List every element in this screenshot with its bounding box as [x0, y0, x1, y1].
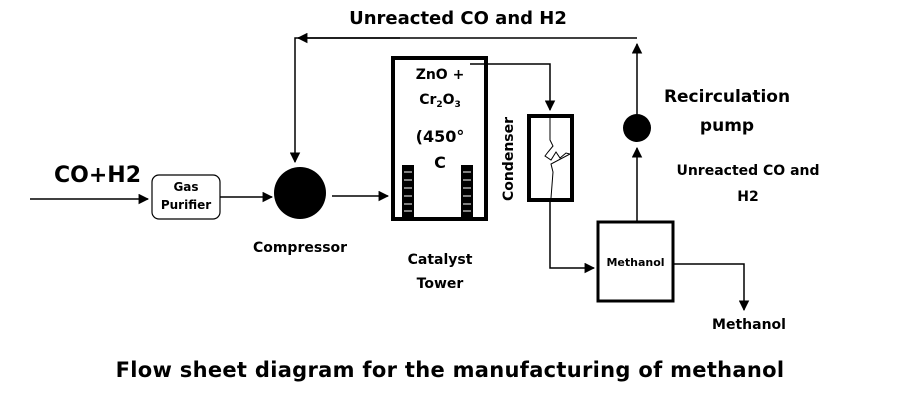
gas-purifier-label-line2: Purifier [160, 198, 212, 212]
gas-purifier-label-line1: Gas [173, 180, 199, 194]
catalyst-o-text: O [442, 92, 455, 108]
feed-label: CO+H2 [54, 163, 142, 188]
recycle-side-label-line1: Unreacted CO and [676, 163, 820, 179]
recycle-side-label-line2: H2 [737, 189, 759, 205]
separator-label: Methanol [606, 256, 665, 269]
catalyst-o-subscript: 3 [454, 100, 461, 110]
condenser-to-separator-line [549, 200, 596, 274]
catalyst-tower-label-line2: Tower [416, 276, 464, 292]
compressor-icon [274, 167, 326, 219]
methanol-product-label: Methanol [712, 317, 786, 333]
catalyst-cr-text: Cr [419, 92, 437, 108]
recirculation-pump-label-line1: Recirculation [663, 87, 791, 107]
diagram-caption: Flow sheet diagram for the manufacturing… [115, 358, 785, 382]
temperature-label-line1: (450° [415, 127, 465, 146]
condenser-label: Condenser [501, 116, 517, 202]
catalyst-tube-right-icon [461, 165, 473, 217]
catalyst-tower-label-line1: Catalyst [407, 252, 473, 268]
catalyst-label-line2: Cr2O3 [396, 93, 484, 110]
temperature-label-line2: C [434, 153, 446, 172]
tower-to-condenser-line [470, 63, 556, 112]
catalyst-cr-subscript: 2 [436, 100, 443, 110]
catalyst-tube-left-icon [402, 165, 414, 217]
recycle-line [289, 37, 637, 164]
methanol-separator-box [596, 220, 675, 303]
condenser-coil-icon [544, 118, 572, 199]
methanol-product-line [673, 263, 750, 312]
catalyst-label-line1: ZnO + [415, 67, 465, 83]
compressor-label: Compressor [252, 240, 348, 256]
recirculation-pump-icon [623, 114, 651, 142]
recycle-top-label: Unreacted CO and H2 [349, 8, 567, 29]
recirculation-pump-label-line2: pump [699, 116, 755, 136]
